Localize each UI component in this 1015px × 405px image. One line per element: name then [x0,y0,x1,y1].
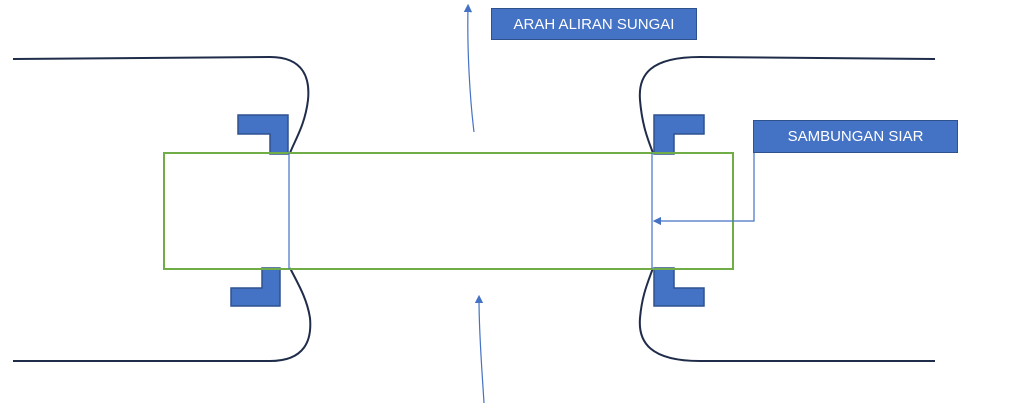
wing-wall-bottom-left [230,267,281,307]
wing-wall-top-right [653,114,705,155]
flow-direction-text: ARAH ALIRAN SUNGAI [513,15,675,33]
river-bank-top-right [638,55,936,154]
flow-arrow-top [463,3,475,133]
flow-direction-label: ARAH ALIRAN SUNGAI [491,8,697,40]
river-bank-bottom-right [638,267,935,362]
joint-label-text: SAMBUNGAN SIAR [787,128,924,145]
joint-label: SAMBUNGAN SIAR [753,120,958,153]
wing-wall-top-left [237,114,289,155]
joint-leader-arrow [652,153,755,226]
wing-wall-bottom-right [653,267,705,307]
river-bank-top-left [12,55,310,154]
bridge-deck [163,152,734,270]
flow-arrow-bottom [474,294,485,404]
river-bank-bottom-left [13,267,312,362]
